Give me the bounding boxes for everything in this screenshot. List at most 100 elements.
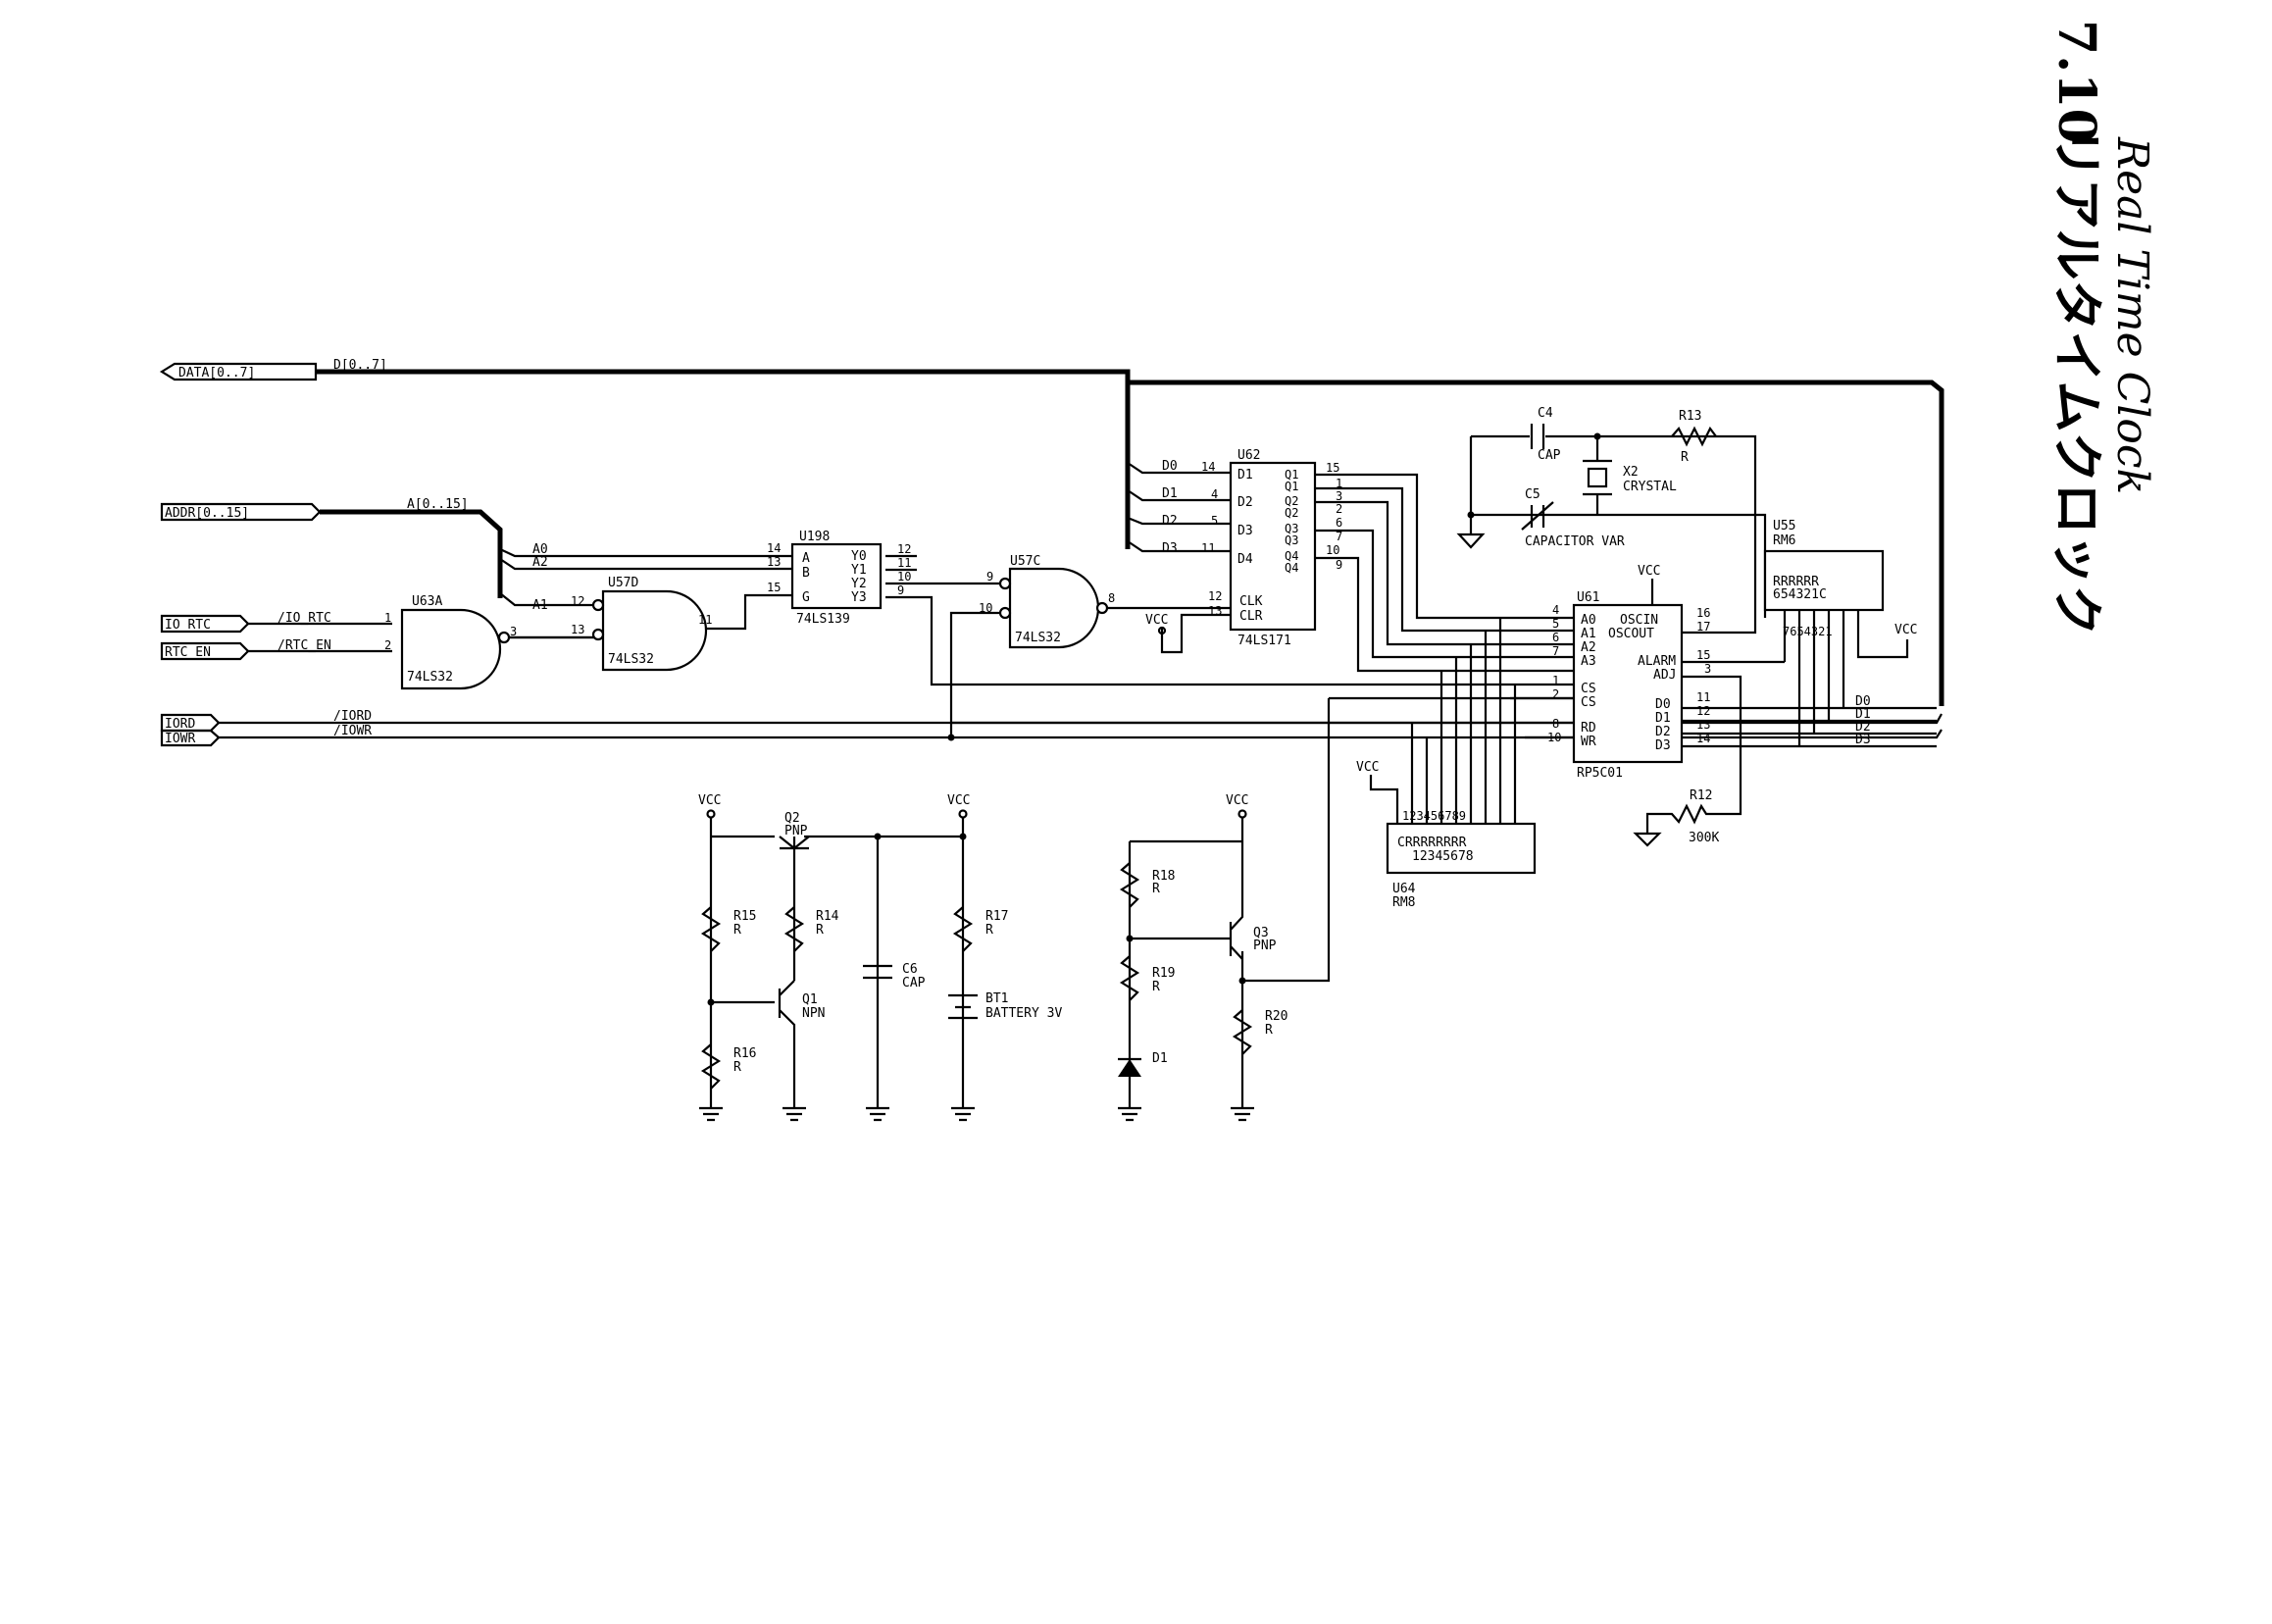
- svg-text:4: 4: [1211, 487, 1218, 501]
- transistor-q1: Q1 NPN: [778, 980, 825, 1108]
- svg-text:BT1: BT1: [985, 991, 1008, 1006]
- svg-text:RTC_EN: RTC_EN: [165, 645, 211, 660]
- svg-text:BATTERY 3V: BATTERY 3V: [985, 1006, 1062, 1021]
- transistor-q2: Q2 PNP: [779, 811, 810, 850]
- svg-text:U63A: U63A: [412, 594, 442, 609]
- svg-text:R: R: [1152, 980, 1160, 994]
- svg-text:D0: D0: [1655, 697, 1671, 712]
- svg-text:/IO_RTC: /IO_RTC: [278, 611, 331, 626]
- svg-text:CAP: CAP: [902, 976, 926, 990]
- svg-text:15: 15: [1696, 648, 1710, 662]
- svg-text:CAPACITOR VAR: CAPACITOR VAR: [1525, 534, 1625, 549]
- svg-text:R19: R19: [1152, 966, 1175, 981]
- gate-u57c: U57C 74LS32 9 10 8: [979, 554, 1115, 649]
- svg-text:RD: RD: [1581, 721, 1596, 736]
- svg-text:12: 12: [1208, 589, 1222, 603]
- svg-text:Q2: Q2: [1285, 494, 1298, 508]
- address-bus: [320, 509, 503, 598]
- svg-text:ADDR[0..15]: ADDR[0..15]: [165, 506, 249, 521]
- resistor-network-u64: 123456789 CRRRRRRRR 12345678 U64 RM8 VCC: [1356, 760, 1537, 910]
- resistor-r13: R13 R: [1671, 409, 1717, 465]
- port-rtc-en: RTC_EN: [160, 641, 250, 661]
- svg-text:Q4: Q4: [1285, 549, 1298, 563]
- svg-text:14: 14: [1696, 732, 1710, 745]
- svg-text:C6: C6: [902, 962, 918, 977]
- svg-text:D1: D1: [1237, 468, 1253, 482]
- port-addr: ADDR[0..15]: [160, 502, 322, 522]
- svg-text:CLR: CLR: [1239, 609, 1263, 624]
- svg-text:OSCOUT: OSCOUT: [1608, 627, 1654, 641]
- capacitor-c4: C4 CAP: [1530, 406, 1561, 463]
- svg-text:11: 11: [698, 613, 712, 627]
- vcc-right: VCC: [1226, 793, 1248, 808]
- svg-text:CLK: CLK: [1239, 594, 1263, 609]
- svg-text:15: 15: [767, 581, 781, 594]
- svg-text:7654321: 7654321: [1783, 625, 1833, 638]
- resistor-r20: R20 R: [1232, 1009, 1287, 1055]
- title-english: Real Time Clock: [2107, 136, 2157, 494]
- svg-text:R: R: [1152, 882, 1160, 896]
- data-bus: [316, 369, 1944, 706]
- svg-text:9: 9: [986, 570, 993, 584]
- svg-text:12345678: 12345678: [1412, 849, 1474, 864]
- ground-osc: [1456, 511, 1486, 549]
- svg-text:R20: R20: [1265, 1009, 1287, 1024]
- svg-text:OSCIN: OSCIN: [1620, 613, 1658, 628]
- svg-text:74LS32: 74LS32: [1015, 631, 1061, 645]
- data-bus-label: D[0..7]: [333, 358, 387, 373]
- svg-text:9: 9: [897, 584, 904, 597]
- svg-text:12: 12: [1696, 704, 1710, 718]
- port-iowr: IOWR: [160, 729, 221, 747]
- svg-text:Q1: Q1: [802, 992, 818, 1007]
- svg-text:6: 6: [1336, 516, 1342, 530]
- svg-text:1: 1: [384, 611, 391, 625]
- svg-text:2: 2: [1552, 687, 1559, 701]
- svg-text:U198: U198: [799, 530, 830, 544]
- svg-text:R14: R14: [816, 909, 839, 924]
- svg-text:11: 11: [1696, 690, 1710, 704]
- svg-text:Y1: Y1: [851, 563, 867, 578]
- svg-text:IOWR: IOWR: [165, 732, 195, 746]
- svg-text:WR: WR: [1581, 735, 1596, 749]
- port-data: DATA[0..7]: [159, 362, 318, 381]
- svg-text:3: 3: [510, 625, 517, 638]
- svg-text:2: 2: [1336, 502, 1342, 516]
- svg-text:654321C: 654321C: [1773, 587, 1827, 602]
- svg-text:Q1: Q1: [1285, 468, 1298, 482]
- svg-text:D0: D0: [1162, 459, 1178, 474]
- svg-text:D1: D1: [1655, 711, 1671, 726]
- svg-text:A2: A2: [1581, 640, 1596, 655]
- svg-text:3: 3: [1704, 662, 1711, 676]
- svg-text:D1: D1: [1855, 707, 1871, 722]
- svg-text:2: 2: [384, 638, 391, 652]
- svg-text:4: 4: [1552, 603, 1559, 617]
- svg-text:D3: D3: [1162, 541, 1178, 556]
- svg-text:D3: D3: [1855, 733, 1871, 747]
- svg-text:U57C: U57C: [1010, 554, 1040, 569]
- svg-text:RP5C01: RP5C01: [1577, 766, 1623, 781]
- svg-text:15: 15: [1326, 461, 1339, 475]
- svg-text:13: 13: [767, 555, 781, 569]
- port-iord: IORD: [160, 713, 221, 733]
- svg-text:ADJ: ADJ: [1653, 668, 1676, 683]
- svg-text:U55: U55: [1773, 519, 1795, 533]
- svg-text:DATA[0..7]: DATA[0..7]: [178, 366, 255, 381]
- svg-text:Y0: Y0: [851, 549, 867, 564]
- svg-text:5: 5: [1211, 514, 1218, 528]
- svg-text:123456789: 123456789: [1402, 809, 1466, 823]
- gate-u63a: U63A 74LS32 1 2 3: [384, 594, 605, 690]
- svg-text:Q3: Q3: [1253, 926, 1269, 940]
- svg-text:13: 13: [571, 623, 584, 636]
- svg-text:C5: C5: [1525, 487, 1540, 502]
- svg-text:11: 11: [1201, 541, 1215, 555]
- svg-text:A: A: [802, 551, 810, 566]
- svg-text:12: 12: [897, 542, 911, 556]
- svg-text:IO_RTC: IO_RTC: [165, 618, 211, 633]
- svg-text:Q3: Q3: [1285, 533, 1298, 547]
- svg-text:G: G: [802, 590, 810, 605]
- capacitor-c6: C6 CAP: [863, 962, 926, 990]
- resistor-r14: R14 R: [783, 906, 839, 952]
- svg-text:R: R: [1265, 1023, 1273, 1038]
- svg-text:16: 16: [1696, 606, 1710, 620]
- svg-text:Y2: Y2: [851, 577, 867, 591]
